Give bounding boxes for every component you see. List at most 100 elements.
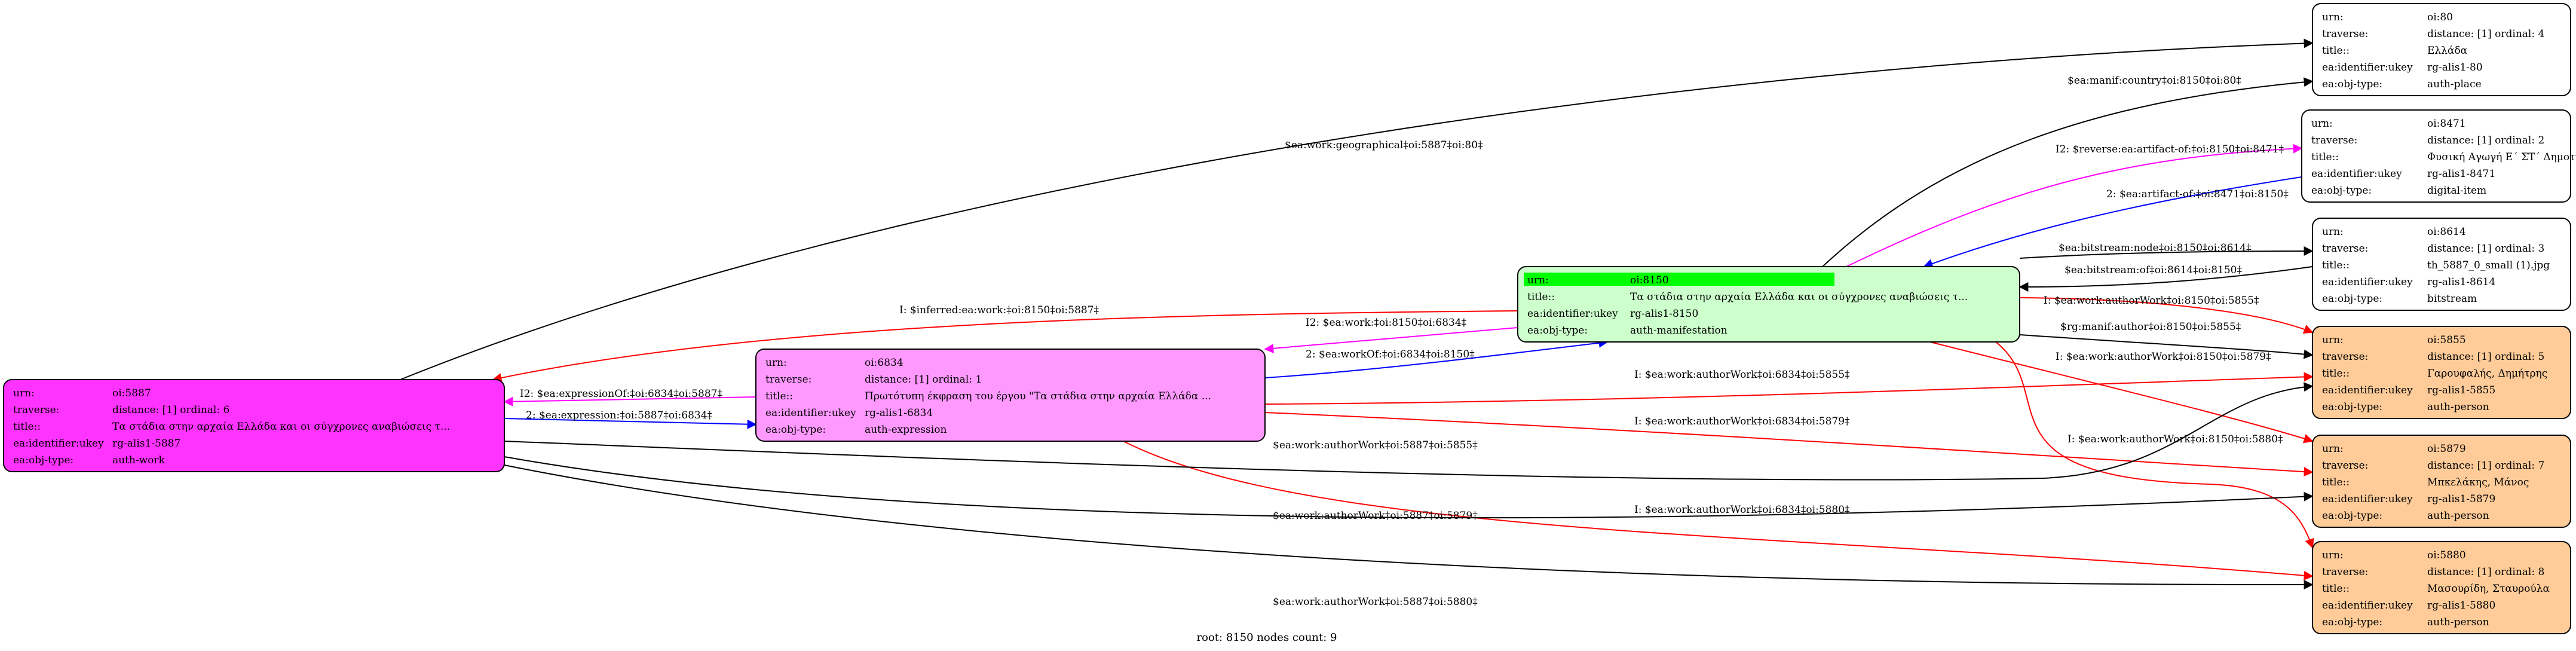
node-box[interactable] (755, 349, 1266, 442)
node-field-value: oi:80 (2427, 11, 2453, 23)
edge-label-e2: $ea:manif:country‡oi:8150‡oi:80‡ (2067, 75, 2241, 87)
edge-e18 (1123, 441, 2314, 580)
node-field-key: title:: (2311, 151, 2339, 163)
node-field-value: rg-alis1-80 (2427, 62, 2483, 74)
node-box[interactable] (2312, 218, 2571, 311)
node-field-key: traverse: (2322, 460, 2368, 472)
edge-label-e1: $ea:work:geographical‡oi:5887‡oi:80‡ (1285, 139, 1483, 151)
node-box[interactable] (2312, 326, 2571, 419)
edge-label-e7: I: $inferred:ea:work:‡oi:8150‡oi:5887‡ (899, 304, 1099, 316)
node-field-value: digital-item (2427, 185, 2486, 197)
node-field-value: Πρωτότυπη έκφραση του έργου "Τα στάδια σ… (865, 390, 1211, 402)
node-field-value: auth-person (2427, 510, 2489, 522)
node-box[interactable] (2301, 109, 2571, 203)
node-field-value: rg-alis1-6834 (865, 407, 933, 419)
node-field-value: distance: [1] ordinal: 1 (865, 374, 982, 386)
edge-e16 (1264, 372, 2314, 405)
node-field-key: urn: (2322, 11, 2344, 23)
node-box[interactable] (2312, 541, 2571, 634)
node-field-value: Φυσική Αγωγή Ε΄ ΣΤ΄ Δημοτικού (2427, 151, 2576, 163)
edge-label-e20: $ea:work:authorWork‡oi:5887‡oi:5879‡ (1273, 510, 1478, 522)
node-field-key: ea:identifier:ukey (2311, 168, 2402, 180)
node-field-value: rg-alis1-8614 (2427, 276, 2495, 288)
edge-e19 (504, 382, 2314, 481)
node-field-key: title:: (2322, 368, 2350, 380)
node-field-value: Μπκελάκης, Μάνος (2427, 476, 2529, 488)
node-field-value: distance: [1] ordinal: 8 (2427, 566, 2544, 578)
node-field-key: ea:obj-type: (13, 454, 73, 466)
node-field-key: ea:obj-type: (2322, 401, 2382, 413)
node-field-key: title:: (765, 390, 793, 402)
node-field-key: traverse: (13, 404, 59, 416)
node-field-key: ea:obj-type: (2322, 616, 2382, 628)
node-field-value: Γαρουφαλής, Δημήτρης (2427, 368, 2547, 380)
edge-e14 (503, 396, 756, 407)
node-field-value: distance: [1] ordinal: 2 (2427, 135, 2544, 146)
edge-label-e14: I2: $ea:expressionOf:‡oi:6834‡oi:5887‡ (520, 388, 722, 400)
node-field-key: ea:obj-type: (2322, 78, 2382, 90)
edge-e8 (1264, 327, 1518, 353)
edge-e12 (1929, 341, 2314, 444)
edge-e3 (1846, 143, 2303, 267)
node-field-key: ea:identifier:ukey (2322, 62, 2413, 74)
node-box[interactable] (2312, 3, 2571, 96)
node-box[interactable] (3, 379, 505, 472)
node-field-value: distance: [1] ordinal: 4 (2427, 28, 2544, 40)
node-field-value: rg-alis1-5855 (2427, 384, 2495, 396)
node-field-key: urn: (2322, 334, 2344, 346)
edge-label-e5: $ea:bitstream:node‡oi:8150‡oi:8614‡ (2059, 242, 2252, 254)
edge-label-e13: I: $ea:work:authorWork‡oi:8150‡oi:5880‡ (2067, 433, 2283, 445)
node-field-value: oi:6834 (865, 357, 903, 369)
node-field-key: ea:identifier:ukey (2322, 493, 2413, 505)
node-field-key: urn: (765, 357, 787, 369)
edge-label-e17: I: $ea:work:authorWork‡oi:6834‡oi:5879‡ (1634, 415, 1850, 427)
node-field-key: urn: (2322, 443, 2344, 455)
node-box[interactable] (2312, 435, 2571, 528)
edge-label-e10: I: $ea:work:authorWork‡oi:8150‡oi:5855‡ (2044, 295, 2259, 307)
edge-label-e16: I: $ea:work:authorWork‡oi:6834‡oi:5855‡ (1634, 369, 1850, 381)
edge-e13 (1995, 341, 2314, 549)
node-field-value: auth-person (2427, 616, 2489, 628)
node-field-key: ea:identifier:ukey (1527, 308, 1618, 320)
edge-label-e19: $ea:work:authorWork‡oi:5887‡oi:5855‡ (1273, 439, 1478, 451)
edge-e2 (1822, 77, 2314, 267)
node-field-key: ea:identifier:ukey (2322, 384, 2413, 396)
node-oi6834[interactable]: urn: oi:6834 traverse: distance: [1] ordina… (755, 349, 1266, 442)
node-field-value: oi:8471 (2427, 118, 2466, 130)
node-field-key: title:: (2322, 259, 2350, 271)
node-field-key: title:: (2322, 583, 2350, 595)
edge-e4 (1923, 176, 2302, 268)
node-field-key: urn: (2311, 118, 2333, 130)
node-field-key: traverse: (765, 374, 811, 386)
edge-label-e18: I: $ea:work:authorWork‡oi:6834‡oi:5880‡ (1634, 504, 1850, 516)
node-field-key: title:: (2322, 476, 2350, 488)
node-field-value: Τα στάδια στην αρχαία Ελλάδα και οι σύγχ… (1630, 291, 1968, 303)
edges-layer: $ea:work:geographical‡oi:5887‡oi:80‡ $ea:… (400, 38, 2314, 608)
edge-label-e3: I2: $reverse:ea:artifact-of:‡oi:8150‡oi:… (2056, 143, 2284, 155)
node-field-value: th_5887_0_small (1).jpg (2427, 259, 2550, 271)
node-field-value: distance: [1] ordinal: 5 (2427, 351, 2544, 363)
node-field-value: auth-manifestation (1630, 325, 1727, 337)
node-field-key: ea:obj-type: (2322, 510, 2382, 522)
node-field-value: auth-work (112, 454, 166, 466)
node-field-key: ea:obj-type: (765, 424, 826, 436)
node-field-key: ea:identifier:ukey (2322, 600, 2413, 612)
edge-e21 (504, 464, 2314, 590)
node-field-value: rg-alis1-5880 (2427, 600, 2495, 612)
node-field-key: urn: (13, 387, 35, 399)
node-field-value: auth-place (2427, 78, 2482, 90)
edge-e17 (1264, 412, 2314, 477)
nodes-layer: urn: oi:80 traverse: distance: [1] ordinal:… (3, 3, 2576, 634)
node-field-key: title:: (13, 421, 41, 433)
edge-e1 (400, 38, 2314, 380)
edge-e10 (2019, 297, 2314, 334)
node-field-key: title:: (2322, 45, 2350, 57)
